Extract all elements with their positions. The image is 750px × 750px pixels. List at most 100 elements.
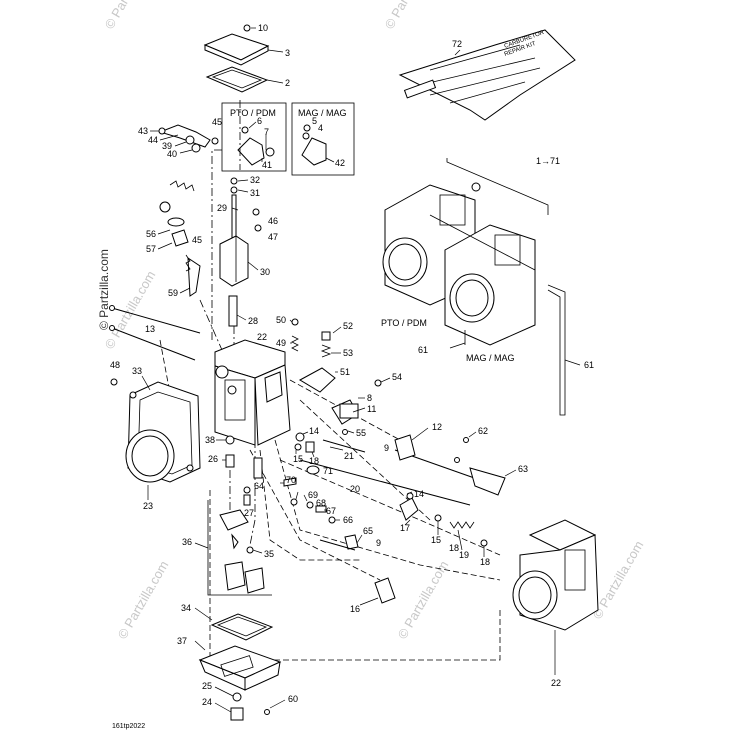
callout-26: 26 xyxy=(208,454,218,464)
carb-port xyxy=(227,385,237,395)
slide-needle-assembly xyxy=(219,177,262,327)
callout-63: 63 xyxy=(518,464,528,474)
callout-numbers: 1→71 10 3 2 72 6 7 41 5 4 42 43 44 39 40… xyxy=(110,23,594,707)
slide-screw xyxy=(252,208,260,216)
spring-coil xyxy=(169,180,195,192)
bowl-drain-plug xyxy=(230,707,244,721)
callout-53: 53 xyxy=(343,348,353,358)
callout-66: 66 xyxy=(343,515,353,525)
spring-19 xyxy=(449,521,475,529)
mag-mag-detail-box: MAG / MAG xyxy=(291,102,355,176)
callout-68: 68 xyxy=(316,498,326,508)
callout-61-left: 61 xyxy=(418,345,428,355)
throttle-lever-pto xyxy=(237,137,265,166)
float-left xyxy=(224,561,246,591)
float-pin xyxy=(246,546,254,554)
slide-pin xyxy=(228,295,238,327)
callout-41: 41 xyxy=(262,160,272,170)
bushing-mag xyxy=(302,132,310,140)
oring-66 xyxy=(328,516,336,524)
screw-62-a xyxy=(463,437,469,443)
callout-5: 5 xyxy=(312,116,317,126)
needle-coil xyxy=(185,254,191,272)
callout-11: 11 xyxy=(367,404,376,414)
callout-33: 33 xyxy=(132,366,142,376)
right-linkage-parts xyxy=(399,431,517,557)
link-washer xyxy=(185,135,195,145)
callout-19: 19 xyxy=(459,550,469,560)
intake-bore-inner xyxy=(131,435,169,477)
callout-18-far: 18 xyxy=(480,557,490,567)
callout-69: 69 xyxy=(308,490,318,500)
kit-jet xyxy=(403,79,437,99)
bushing-pto xyxy=(265,147,275,157)
lever-51 xyxy=(298,367,336,393)
callout-45-mid: 45 xyxy=(192,235,202,245)
kit-bag xyxy=(398,29,576,121)
callout-4: 4 xyxy=(318,123,323,133)
mag-mag-box-label: MAG / MAG xyxy=(298,108,347,118)
choke-body-11 xyxy=(339,403,359,419)
link-lever xyxy=(158,124,211,148)
callout-14-left: 14 xyxy=(309,426,319,436)
jet-27-top xyxy=(243,486,251,494)
callout-56: 56 xyxy=(146,229,156,239)
pto-pdm-detail-box: PTO / PDM xyxy=(221,102,287,172)
callout-10: 10 xyxy=(258,23,268,33)
slide-e-ring xyxy=(230,186,238,194)
intake-flange-assembly xyxy=(125,375,201,500)
linkage-parts-left xyxy=(150,124,219,154)
link-screw xyxy=(158,127,166,135)
callout-49: 49 xyxy=(276,338,286,348)
callout-24: 24 xyxy=(202,697,212,707)
callout-59: 59 xyxy=(168,288,178,298)
callout-22-right: 22 xyxy=(551,678,561,688)
fuel-line-61-right xyxy=(547,284,566,416)
screw-50 xyxy=(291,318,299,326)
bracket-12 xyxy=(394,434,416,461)
throttle-lever-mag xyxy=(301,137,327,166)
callout-3: 3 xyxy=(285,48,290,58)
callout-34: 34 xyxy=(181,603,191,613)
screw-54 xyxy=(374,379,382,387)
callout-35: 35 xyxy=(264,549,274,559)
callout-44: 44 xyxy=(148,135,158,145)
pilot-adjust-parts xyxy=(157,180,201,297)
callout-18-right: 18 xyxy=(449,543,459,553)
carb-port xyxy=(215,365,229,379)
pto-pdm-box-label: PTO / PDM xyxy=(230,108,276,118)
pto-pdm-side-label: PTO / PDM xyxy=(381,318,427,328)
washer-68 xyxy=(306,501,314,509)
slide-clip xyxy=(230,177,238,185)
callout-61-right: 61 xyxy=(584,360,594,370)
o-ring-38 xyxy=(225,435,235,445)
callout-18-left: 18 xyxy=(309,456,319,466)
callout-51: 51 xyxy=(340,367,350,377)
long-rods xyxy=(109,305,201,386)
bowl-screw-60 xyxy=(264,709,270,715)
carburetor-body-right xyxy=(512,519,599,675)
callout-30: 30 xyxy=(260,267,270,277)
callout-67: 67 xyxy=(326,506,336,516)
assembly-bracket xyxy=(446,158,549,215)
air-screw xyxy=(171,229,189,247)
spring-18 xyxy=(305,441,315,453)
link-washer-45 xyxy=(211,137,219,145)
upper-mid-linkage xyxy=(289,318,391,393)
twin-carb-bore-left-inner xyxy=(388,243,422,281)
callout-32: 32 xyxy=(250,175,260,185)
float-right xyxy=(244,567,265,594)
callout-22-top: 22 xyxy=(257,332,267,342)
needle-jet-body xyxy=(187,257,201,297)
washer-pto xyxy=(241,126,249,134)
throttle-shaft-parts xyxy=(294,397,481,506)
callout-14-right: 14 xyxy=(414,489,424,499)
callout-62: 62 xyxy=(478,426,488,436)
bowl-gasket xyxy=(210,613,274,641)
float-arm xyxy=(219,509,249,531)
cover-gasket-inner xyxy=(211,69,263,89)
ring-15-right xyxy=(434,514,442,522)
throttle-slide xyxy=(219,235,249,287)
callout-42: 42 xyxy=(335,158,345,168)
